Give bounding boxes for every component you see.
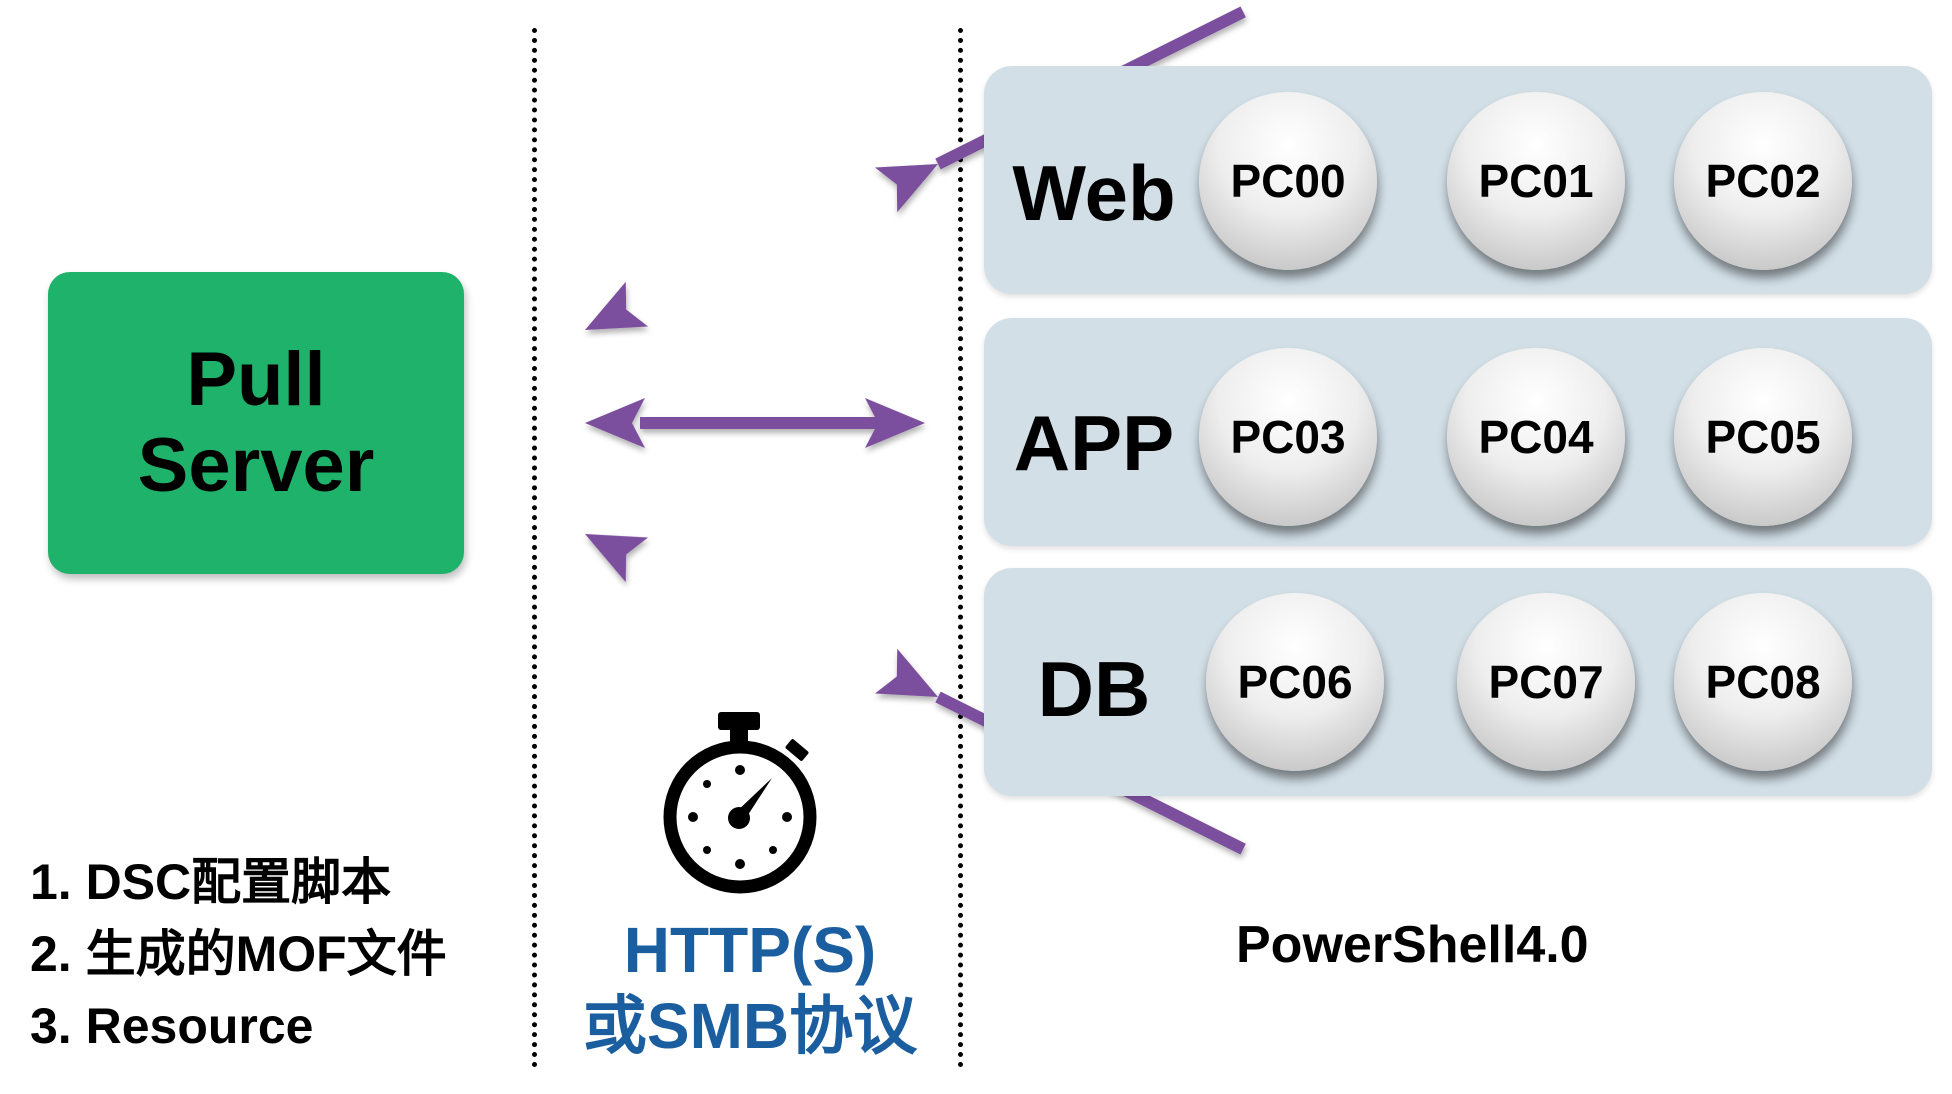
powershell-version-label: PowerShell4.0: [1236, 916, 1589, 974]
pc-node: PC01: [1447, 92, 1625, 270]
pc-node: PC03: [1199, 348, 1377, 526]
group-label-db: DB: [1037, 645, 1151, 733]
divider-left: [532, 28, 537, 1068]
pc-node: PC08: [1674, 593, 1852, 771]
group-label-app: APP: [1013, 399, 1175, 487]
pull-server-box: Pull Server: [48, 272, 464, 574]
step-item: 3. Resource: [30, 998, 314, 1054]
step-item: 2. 生成的MOF文件: [30, 926, 447, 982]
protocol-label-line2: 或SMB协议: [582, 990, 918, 1062]
pc-node: PC07: [1457, 593, 1635, 771]
steps-list: 1. DSC配置脚本 2. 生成的MOF文件 3. Resource: [30, 846, 447, 1062]
stopwatch-icon: [663, 712, 817, 894]
step-item: 1. DSC配置脚本: [30, 854, 392, 910]
arrow-to-app: [585, 398, 925, 448]
pc-node: PC04: [1447, 348, 1625, 526]
pull-server-label-line2: Server: [137, 423, 375, 508]
group-label-web: Web: [1012, 149, 1176, 237]
protocol-label: HTTP(S) 或SMB协议: [560, 912, 940, 1064]
pc-node: PC00: [1199, 92, 1377, 270]
pull-server-label-line1: Pull: [186, 337, 326, 422]
protocol-label-line1: HTTP(S): [623, 914, 877, 986]
pc-node: PC06: [1206, 593, 1384, 771]
divider-right: [958, 28, 963, 1068]
pc-node: PC05: [1674, 348, 1852, 526]
pc-node: PC02: [1674, 92, 1852, 270]
